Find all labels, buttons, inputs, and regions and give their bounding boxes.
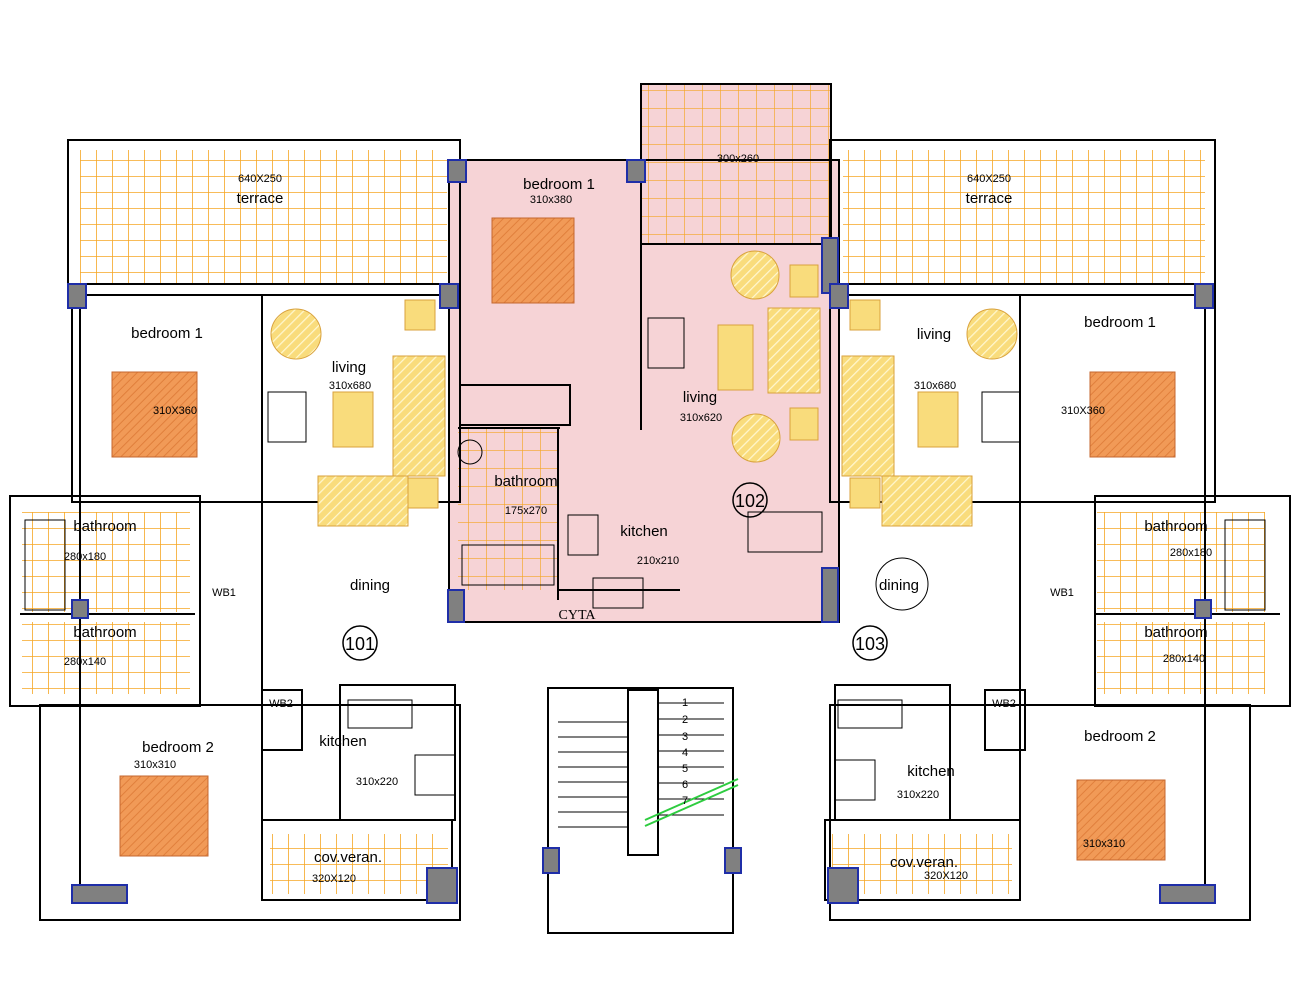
unit-103-labels: 640X250 terrace bedroom 1 310X360 living…	[852, 173, 1212, 882]
u103-terrace-name: terrace	[966, 190, 1013, 207]
u103-veranda-name: cov.veran.	[890, 854, 958, 871]
stair-cut-mark	[644, 778, 739, 827]
u103-living-dim: 310x680	[914, 380, 956, 392]
stair-step-2: 2	[682, 714, 688, 726]
u101-veranda-name: cov.veran.	[314, 849, 382, 866]
u101-wb1: WB1	[212, 587, 236, 599]
u101-living-dim: 310x680	[329, 380, 371, 392]
u101-bedroom1-dim: 310X360	[153, 405, 197, 417]
stair-step-1: 1	[682, 697, 688, 709]
stair-step-6: 6	[682, 779, 688, 791]
u103-bathroom2-name: bathroom	[1144, 624, 1207, 641]
u101-living-name: living	[332, 359, 366, 376]
u103-veranda-dim: 320X120	[924, 870, 968, 882]
u103-wb2: WB2	[992, 698, 1016, 710]
u101-terrace-dim: 640X250	[238, 173, 282, 185]
u101-number-circle	[342, 625, 378, 661]
u102-number: 102	[735, 491, 765, 511]
u101-bedroom2-name: bedroom 2	[142, 739, 214, 756]
u103-bedroom1-name: bedroom 1	[1084, 314, 1156, 331]
stair-step-5: 5	[682, 763, 688, 775]
unit-102-labels: bedroom 1 310x380 300x260 living 310x620…	[494, 153, 768, 623]
u101-bathroom2-name: bathroom	[73, 624, 136, 641]
u103-dining: dining	[879, 577, 919, 594]
unit-101-labels: 640X250 terrace bedroom 1 310X360 living…	[64, 173, 398, 885]
u101-kitchen-dim: 310x220	[356, 776, 398, 788]
u103-bedroom2-name: bedroom 2	[1084, 728, 1156, 745]
u102-bathroom-dim: 175x270	[505, 505, 547, 517]
u103-number-circle	[852, 625, 888, 661]
u103-bedroom1-dim: 310X360	[1061, 405, 1105, 417]
u101-dining: dining	[350, 577, 390, 594]
u101-wb2: WB2	[269, 698, 293, 710]
fixtures	[24, 317, 1266, 801]
u103-terrace-dim: 640X250	[967, 173, 1011, 185]
u103-wb1: WB1	[1050, 587, 1074, 599]
u101-veranda-dim: 320X120	[312, 873, 356, 885]
u103-number: 103	[855, 634, 885, 654]
u102-cyta: CYTA	[559, 608, 597, 623]
u103-bedroom2-dim: 310x310	[1083, 838, 1125, 850]
u102-kitchen-name: kitchen	[620, 523, 668, 540]
stair-step-7: 7	[682, 795, 688, 807]
stair-treads	[558, 702, 724, 828]
u102-number-circle	[732, 482, 768, 518]
stair-step-4: 4	[682, 747, 688, 759]
living-furniture	[270, 250, 1018, 527]
u101-bedroom1-name: bedroom 1	[131, 325, 203, 342]
beds	[111, 217, 1176, 861]
columns	[67, 159, 1216, 904]
u101-bedroom2-dim: 310x310	[134, 759, 176, 771]
u102-bathroom-name: bathroom	[494, 473, 557, 490]
u102-bedroom1-name: bedroom 1	[523, 176, 595, 193]
stair-step-3: 3	[682, 731, 688, 743]
u102-kitchen-dim: 210x210	[637, 555, 679, 567]
tiled-areas	[22, 150, 1265, 894]
u101-kitchen-name: kitchen	[319, 733, 367, 750]
u103-bathroom2-dim: 280x140	[1163, 653, 1205, 665]
u102-bedroom1-dim: 310x380	[530, 194, 572, 206]
u101-number: 101	[345, 634, 375, 654]
u103-living-name: living	[917, 326, 951, 343]
u103-bathroom1-dim: 280x180	[1170, 547, 1212, 559]
u101-terrace-name: terrace	[237, 190, 284, 207]
u102-balcony-dim: 300x260	[717, 153, 759, 165]
u101-bathroom1-name: bathroom	[73, 518, 136, 535]
u101-bathroom1-dim: 280x180	[64, 551, 106, 563]
u102-living-dim: 310x620	[680, 412, 722, 424]
u101-bathroom2-dim: 280x140	[64, 656, 106, 668]
stair-numbers: 1 2 3 4 5 6 7	[682, 697, 688, 807]
u103-kitchen-dim: 310x220	[897, 789, 939, 801]
u103-bathroom1-name: bathroom	[1144, 518, 1207, 535]
u103-kitchen-name: kitchen	[907, 763, 955, 780]
u102-living-name: living	[683, 389, 717, 406]
